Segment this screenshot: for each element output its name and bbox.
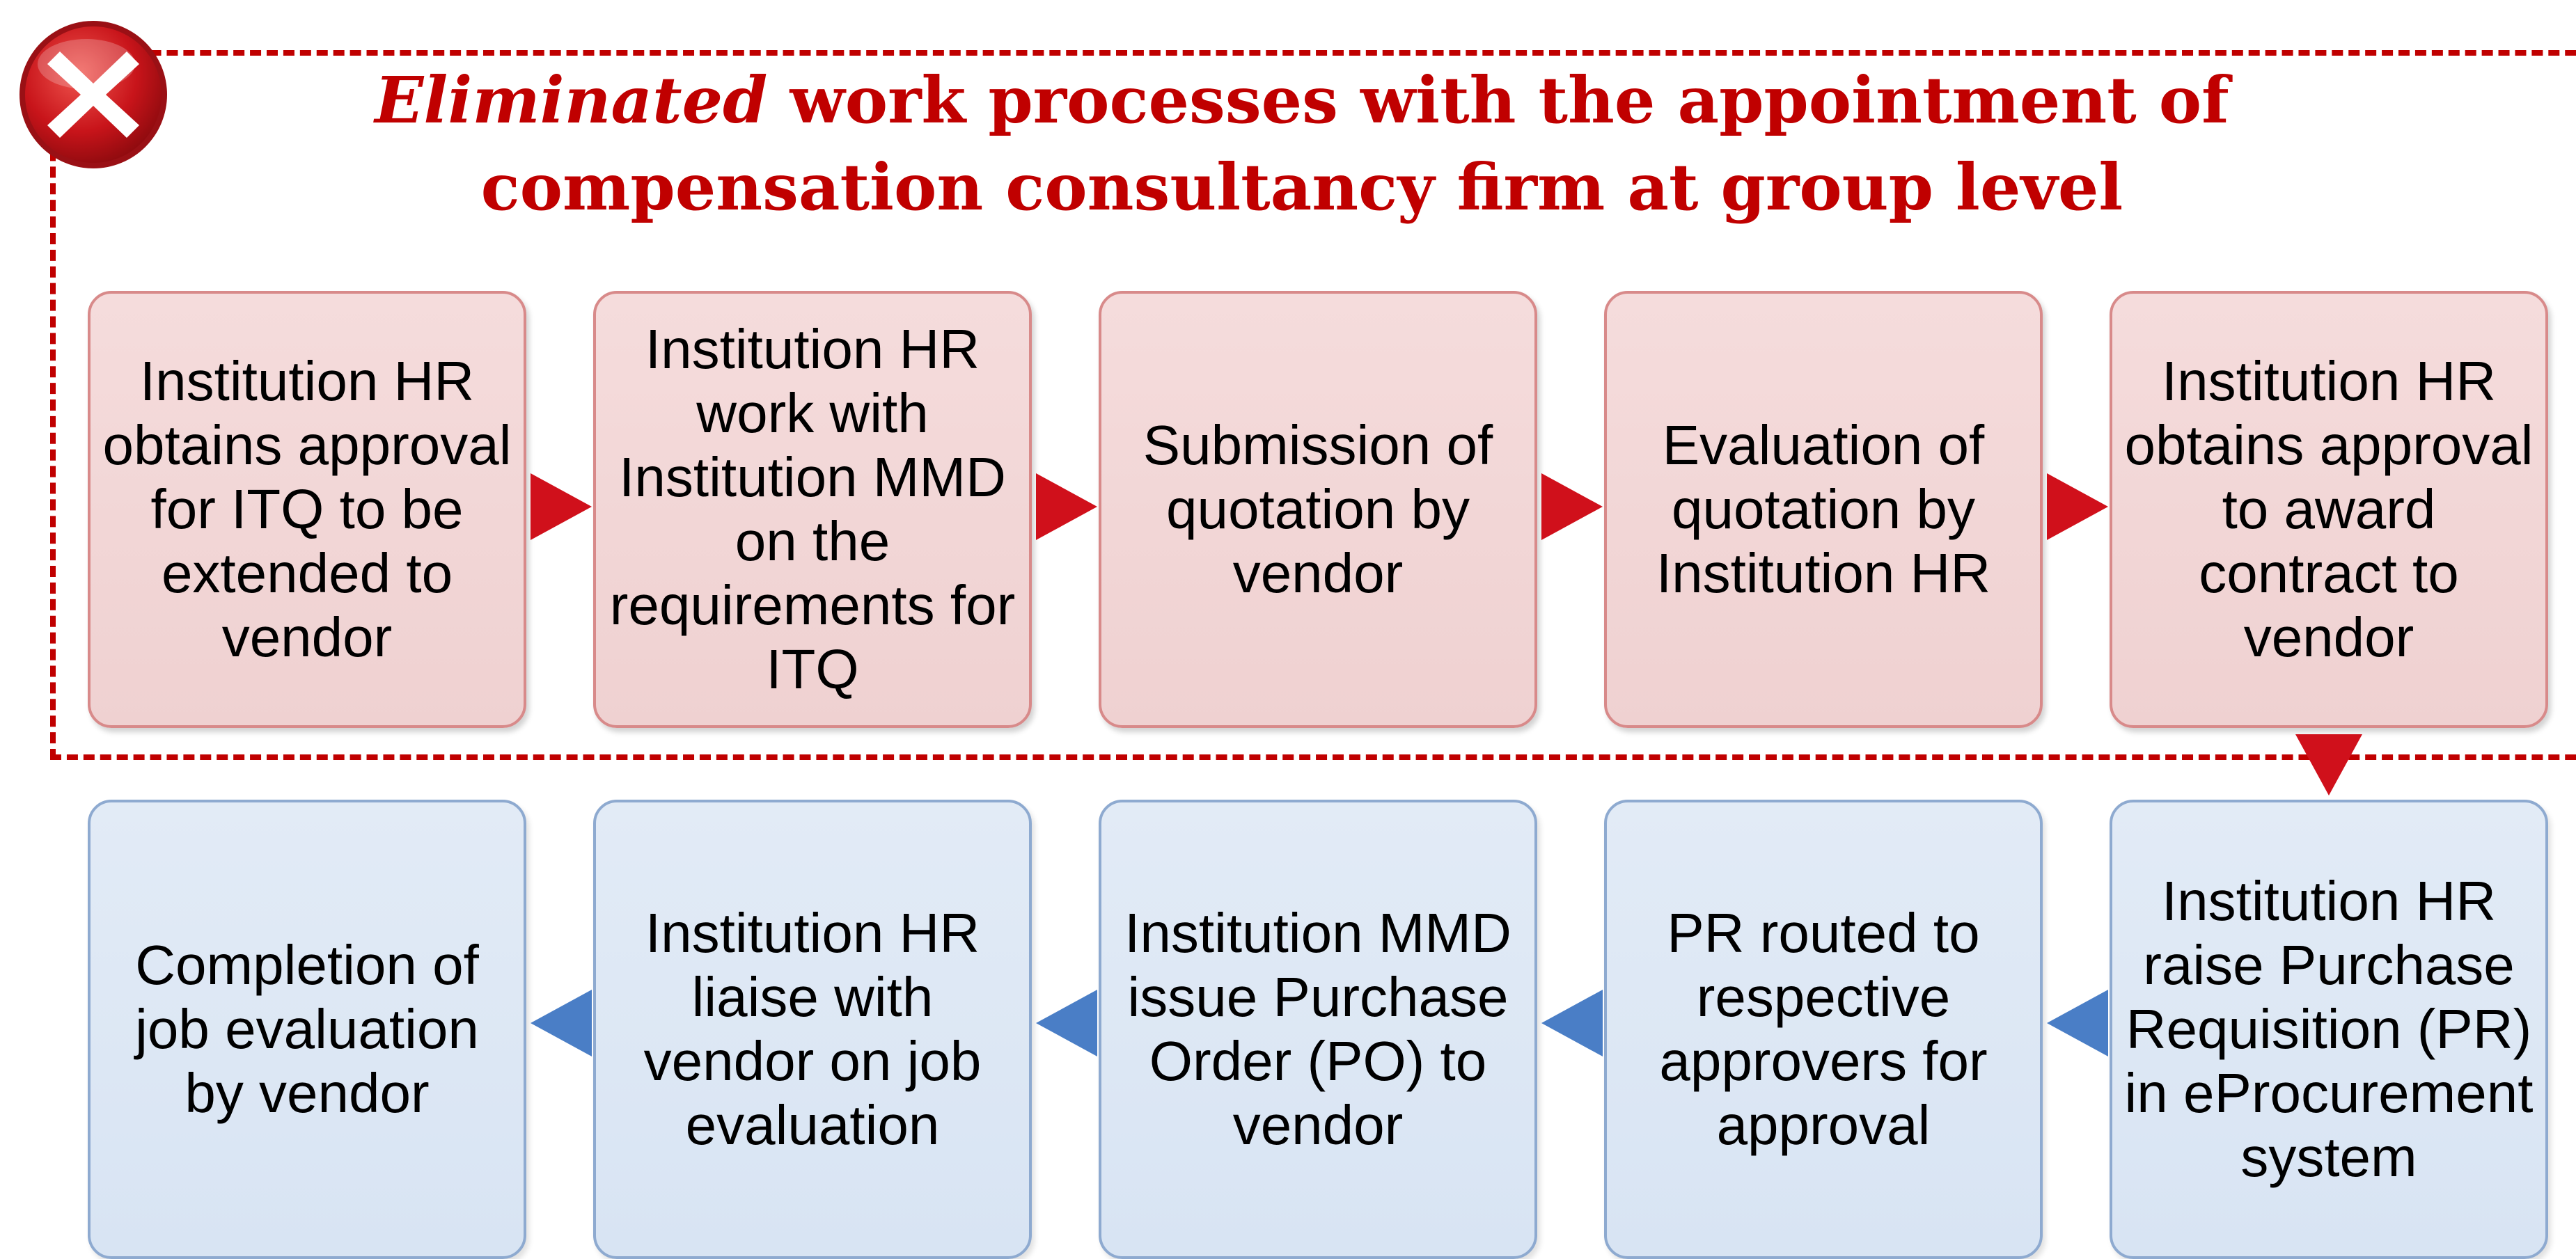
flow-arrow-left-1 [531,990,592,1056]
eliminated-x-icon [19,21,167,168]
retained-step-2: Institution HR liaise with vendor on job… [593,800,1032,1259]
flow-arrow-down [2295,734,2362,795]
title-line1-rest: work processes with the appointment of [767,63,2229,138]
title-line2: compensation consultancy firm at group l… [480,150,2123,225]
flow-arrow-left-2 [1036,990,1097,1056]
retained-step-1: Completion of job evaluation by vendor [88,800,526,1259]
process-diagram: Eliminated work processes with the appoi… [19,21,2576,1259]
retained-step-4: PR routed to respective approvers for ap… [1604,800,2043,1259]
flow-arrow-right-1 [531,473,592,540]
title-emphasis: Eliminated [375,63,768,138]
flow-arrow-left-3 [1541,990,1603,1056]
diagram-title: Eliminated work processes with the appoi… [292,57,2311,231]
retained-step-5: Institution HR raise Purchase Requisitio… [2110,800,2548,1259]
eliminated-step-3: Submission of quotation by vendor [1099,291,1537,728]
flow-arrow-right-3 [1541,473,1603,540]
eliminated-step-4: Evaluation of quotation by Institution H… [1604,291,2043,728]
flow-arrow-left-4 [2047,990,2108,1056]
eliminated-step-2: Institution HR work with Institution MMD… [593,291,1032,728]
flow-arrow-right-4 [2047,473,2108,540]
eliminated-step-5: Institution HR obtains approval to award… [2110,291,2548,728]
retained-step-3: Institution MMD issue Purchase Order (PO… [1099,800,1537,1259]
flow-arrow-right-2 [1036,473,1097,540]
eliminated-step-1: Institution HR obtains approval for ITQ … [88,291,526,728]
eliminated-region-frame [50,50,2576,760]
